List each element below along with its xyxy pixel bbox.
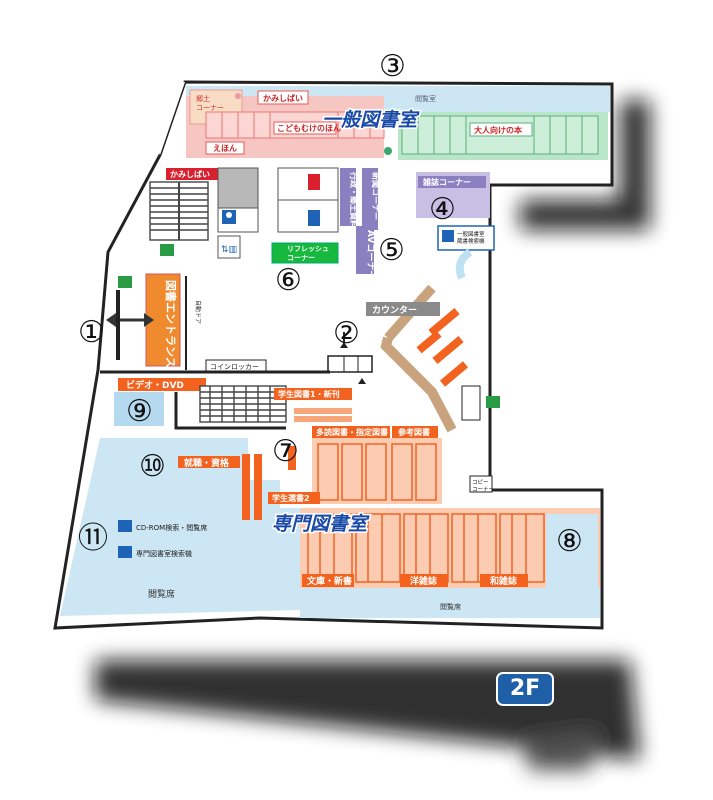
emergency-exit-icon-2 bbox=[118, 276, 132, 288]
restroom-male-icon bbox=[308, 210, 320, 226]
elevator-icon: ⇅▥ bbox=[221, 245, 237, 255]
cdrom-terminal-icon bbox=[118, 520, 132, 532]
bunko-label: 文庫・新書 bbox=[306, 575, 352, 587]
marker-6: ⑥ bbox=[275, 263, 302, 298]
stairs-left bbox=[149, 181, 209, 241]
specialized-library-title: 専門図書室 bbox=[272, 513, 370, 535]
computer-terminal-icon bbox=[442, 230, 454, 242]
reading-left-label: 閲覧席 bbox=[148, 588, 175, 600]
kodomo-label: こどもむけのほん bbox=[277, 123, 341, 133]
av-label: AVコーナー bbox=[365, 230, 376, 279]
reading-top-label: 閲覧室 bbox=[415, 94, 436, 103]
copy-label: コピーコーナー bbox=[472, 479, 494, 493]
ref-shelves bbox=[317, 443, 437, 501]
marker-7: ⑦ bbox=[272, 434, 299, 469]
sp-search-terminal-icon bbox=[118, 546, 132, 558]
restroom-female-icon bbox=[308, 174, 320, 190]
gyosei-label: 行政・郷土資料 bbox=[349, 171, 359, 228]
western-mag-label: 洋雑誌 bbox=[410, 575, 437, 587]
marker-1: ① bbox=[78, 315, 105, 350]
kyoudo-label: 郷土コーナー bbox=[196, 94, 224, 112]
student-new-label: 学生図書1・新刊 bbox=[278, 389, 340, 399]
reading-bottom-label: 閲覧席 bbox=[440, 602, 461, 611]
floor-badge: 2F bbox=[496, 672, 554, 706]
counter-shelves bbox=[416, 308, 469, 387]
japanese-mag-label: 和雑誌 bbox=[489, 575, 517, 587]
magazine-label: 雑誌コーナー bbox=[422, 177, 471, 187]
video-dvd-label: ビデオ・DVD bbox=[126, 379, 184, 391]
reading-area-left bbox=[60, 438, 300, 616]
cdrom-label: CD-ROM検索・閲覧席 bbox=[136, 523, 207, 532]
marker-10: ⑩ bbox=[139, 449, 166, 484]
marker-11: ⑪ bbox=[78, 521, 108, 556]
newspaper-label: 新聞コーナー bbox=[371, 172, 381, 220]
student2-label: 学生選書2 bbox=[272, 493, 310, 503]
search-terminal-label: 一般図書室蔵書検索機 bbox=[457, 230, 485, 245]
sp-search-label: 専門図書室検索機 bbox=[136, 549, 192, 558]
refresh-label: リフレッシュコーナー bbox=[287, 245, 329, 262]
counter-label: カウンター bbox=[372, 304, 417, 316]
marker-2: ② bbox=[333, 316, 360, 351]
reference-label: 参考図書 bbox=[397, 427, 430, 437]
marker-5: ⑤ bbox=[378, 233, 405, 268]
job-label: 就職・資格 bbox=[184, 457, 230, 469]
emergency-exit-icon bbox=[160, 244, 174, 256]
kamishibai-left: かみしばい bbox=[170, 169, 210, 179]
kamishibai-top: かみしばい bbox=[263, 93, 303, 103]
marker-3: ③ bbox=[379, 49, 406, 84]
auto-door-label: 自動ドア bbox=[194, 300, 202, 324]
entrance-label: 図書エントランス bbox=[164, 280, 178, 368]
ehon-label: えほん bbox=[213, 144, 237, 153]
stairs-middle bbox=[199, 385, 287, 423]
adult-label: 大人向けの本 bbox=[474, 125, 522, 135]
marker-9: ⑨ bbox=[126, 394, 153, 429]
multi-books-label: 多読図書・指定図書 bbox=[316, 427, 388, 437]
counter: カウンター bbox=[366, 284, 457, 433]
marker-8: ⑧ bbox=[556, 524, 583, 559]
emergency-exit-icon-3 bbox=[486, 396, 500, 408]
coin-locker-label: コインロッカー bbox=[210, 363, 259, 371]
general-library-title: 一般図書室 bbox=[322, 109, 420, 131]
marker-4: ④ bbox=[429, 192, 456, 227]
